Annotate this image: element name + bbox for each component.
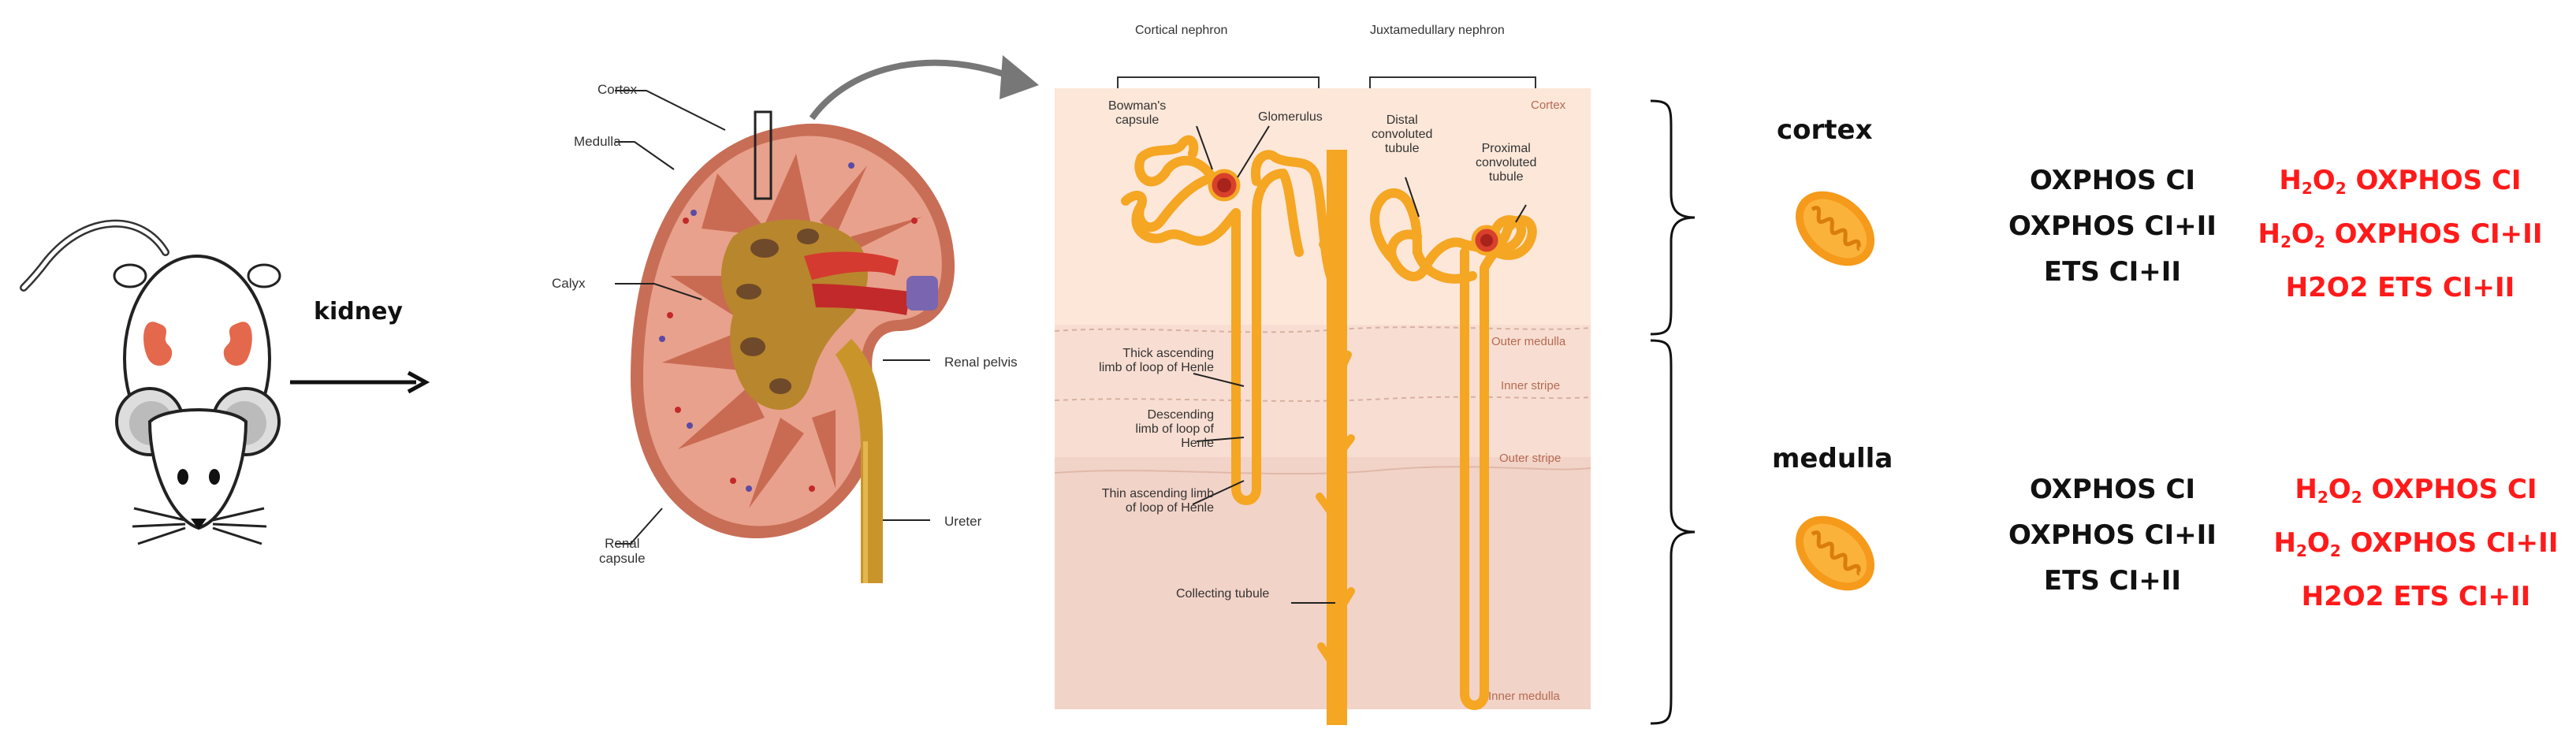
h2o2-assay-item: H2O2 OXPHOS CI bbox=[2295, 474, 2537, 507]
zoom-arrow-icon bbox=[809, 55, 1039, 121]
label-collecting-tubule: Collecting tubule bbox=[1176, 587, 1270, 601]
kidney-label-cortex: Cortex bbox=[597, 82, 638, 97]
label-distal-convoluted-tubule: Distal convoluted tubule bbox=[1372, 113, 1432, 156]
desc-line1: Descending bbox=[1147, 408, 1215, 422]
right-arrow-icon bbox=[290, 370, 430, 394]
desc-line3: Henle bbox=[1181, 436, 1214, 450]
kidney-label-renal-capsule: Renal capsule bbox=[599, 536, 646, 566]
zone-label-outer-medulla: Outer medulla bbox=[1491, 335, 1566, 348]
label-glomerulus: Glomerulus bbox=[1258, 110, 1323, 124]
mitochondrion-icon bbox=[1795, 515, 1875, 591]
renal-capsule-line2: capsule bbox=[599, 551, 646, 567]
brace-medulla bbox=[1650, 339, 1696, 725]
zone-label-outer-stripe: Outer stripe bbox=[1499, 452, 1562, 465]
assay-item: ETS CI+II bbox=[2043, 565, 2182, 597]
zone-label-inner-stripe: Inner stripe bbox=[1501, 379, 1561, 392]
bowmans-line2: capsule bbox=[1115, 113, 1160, 127]
kidney-label-renal-pelvis: Renal pelvis bbox=[944, 355, 1018, 370]
proximal-line2: convoluted bbox=[1476, 155, 1537, 169]
bowmans-line1: Bowman's bbox=[1108, 99, 1167, 113]
distal-line3: tubule bbox=[1384, 141, 1420, 155]
h2o2-assay-list-cortex: H2O2 OXPHOS CI H2O2 OXPHOS CI+II H2O2 ET… bbox=[2254, 158, 2546, 311]
h2o2-assay-item: H2O2 OXPHOS CI bbox=[2279, 165, 2522, 198]
h2o2-assay-list-medulla: H2O2 OXPHOS CI H2O2 OXPHOS CI+II H2O2 ET… bbox=[2270, 467, 2562, 619]
mouse-illustration bbox=[20, 219, 281, 545]
assay-item: ETS CI+II bbox=[2043, 256, 2182, 288]
label-thick-ascending-limb: Thick ascending limb of loop of Henle bbox=[1017, 347, 1214, 375]
distal-line2: convoluted bbox=[1372, 127, 1433, 141]
label-descending-limb: Descending limb of loop of Henle bbox=[1017, 408, 1214, 451]
zone-label-cortex: Cortex bbox=[1531, 99, 1566, 112]
header-juxtamedullary-nephron: Juxtamedullary nephron bbox=[1370, 24, 1505, 37]
proximal-line1: Proximal bbox=[1481, 142, 1531, 155]
zone-label-inner-medulla: Inner medulla bbox=[1488, 690, 1560, 703]
assay-item: OXPHOS CI+II bbox=[2008, 519, 2217, 551]
label-proximal-convoluted-tubule: Proximal convoluted tubule bbox=[1476, 142, 1536, 184]
h2o2-assay-item: H2O2 ETS CI+II bbox=[2285, 272, 2515, 303]
brace-cortex bbox=[1650, 99, 1696, 336]
h2o2-assay-item: H2O2 ETS CI+II bbox=[2301, 581, 2531, 612]
h2o2-assay-item: H2O2 OXPHOS CI+II bbox=[2258, 218, 2543, 251]
proximal-line3: tubule bbox=[1488, 169, 1524, 184]
thick-line1: Thick ascending bbox=[1122, 347, 1214, 360]
assay-list-cortex: OXPHOS CI OXPHOS CI+II ETS CI+II bbox=[1994, 158, 2231, 295]
region-label-medulla: medulla bbox=[1772, 443, 1893, 474]
assay-item: OXPHOS CI+II bbox=[2008, 210, 2217, 242]
thin-line1: Thin ascending limb bbox=[1101, 487, 1214, 500]
assay-item: OXPHOS CI bbox=[2029, 165, 2196, 196]
nephron-diagram bbox=[1055, 76, 1591, 725]
assay-list-medulla: OXPHOS CI OXPHOS CI+II ETS CI+II bbox=[1994, 467, 2231, 604]
kidney-cross-section bbox=[615, 90, 955, 583]
desc-line2: limb of loop of bbox=[1135, 422, 1214, 436]
label-bowmans-capsule: Bowman's capsule bbox=[1108, 99, 1166, 128]
kidney-label-medulla: Medulla bbox=[574, 134, 621, 149]
header-cortical-nephron: Cortical nephron bbox=[1135, 24, 1228, 37]
h2o2-assay-item: H2O2 OXPHOS CI+II bbox=[2273, 527, 2559, 560]
assay-item: OXPHOS CI bbox=[2029, 474, 2196, 505]
kidney-label: kidney bbox=[314, 298, 403, 325]
kidney-label-ureter: Ureter bbox=[944, 514, 982, 529]
kidney-label-calyx: Calyx bbox=[552, 276, 586, 291]
mitochondrion-icon bbox=[1795, 191, 1875, 266]
region-label-cortex: cortex bbox=[1777, 114, 1873, 146]
thin-line2: of loop of Henle bbox=[1125, 500, 1214, 515]
distal-line1: Distal bbox=[1386, 113, 1418, 127]
thick-line2: limb of loop of Henle bbox=[1099, 360, 1214, 374]
renal-capsule-line1: Renal bbox=[605, 536, 640, 551]
label-thin-ascending-limb: Thin ascending limb of loop of Henle bbox=[1017, 487, 1214, 515]
